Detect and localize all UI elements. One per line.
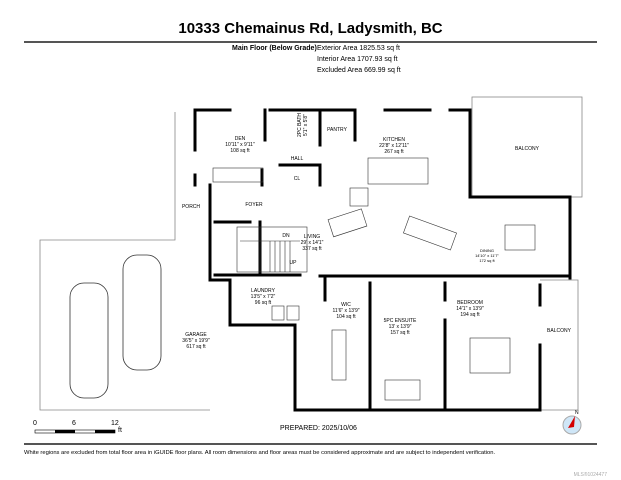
- footer-divider: [24, 443, 597, 445]
- scale-tick-6: 6: [72, 420, 76, 427]
- scale-tick-12: 12: [111, 420, 119, 427]
- room-pantry-name: PANTRY: [327, 127, 347, 133]
- room-living-area: 337 sq ft: [302, 246, 322, 252]
- room-den-dims: 10'11" x 9'11": [225, 142, 255, 148]
- mls-number: MLS®1024477: [573, 472, 607, 478]
- room-hall-name: HALL: [291, 156, 304, 162]
- room-porch-name: PORCH: [182, 204, 200, 210]
- compass-north-label: N: [575, 410, 579, 416]
- header-divider: [24, 41, 597, 43]
- room-bath-dims: 5'1" x 5'8": [303, 114, 309, 136]
- excluded-area: Excluded Area 669.99 sq ft: [317, 67, 401, 74]
- walls: [193, 108, 572, 412]
- excluded-outlines: [39, 96, 583, 411]
- room-garage-area: 617 sq ft: [186, 344, 206, 350]
- stairs: [236, 226, 308, 273]
- room-kitchen-area: 267 sq ft: [384, 149, 404, 155]
- room-bedroom-dims: 14'1" x 13'9": [456, 306, 484, 312]
- room-balcony-name: BALCONY: [515, 146, 540, 152]
- room-ensuite-dims: 13' x 13'9": [389, 324, 412, 330]
- room-laundry-area: 96 sq ft: [255, 300, 272, 306]
- room-garage-dims: 36'5" x 19'9": [182, 338, 210, 344]
- room-wic-name: WIC: [341, 302, 351, 308]
- room-den-name: DEN: [235, 136, 246, 142]
- room-den-area: 108 sq ft: [230, 148, 250, 154]
- prepared-date: PREPARED: 2025/10/06: [280, 425, 357, 432]
- page-title: 10333 Chemainus Rd, Ladysmith, BC: [178, 20, 443, 37]
- scale-bar: [34, 429, 116, 434]
- room-bath-name: 2PC BATH: [297, 113, 303, 137]
- room-ensuite-area: 157 sq ft: [390, 330, 410, 336]
- room-kitchen-name: KITCHEN: [383, 137, 405, 143]
- furniture: [212, 157, 536, 401]
- room-dining-name: DINING: [480, 248, 494, 253]
- room-foyer-name: FOYER: [245, 202, 263, 208]
- room-balcony2-name: BALCONY: [547, 328, 572, 334]
- disclaimer: White regions are excluded from total fl…: [24, 450, 496, 456]
- garage-cars: [69, 254, 162, 399]
- scale-unit: ft: [118, 427, 122, 434]
- room-dining-dims: 14'10" x 11'7": [475, 253, 499, 258]
- room-ensuite-name: 5PC ENSUITE: [384, 318, 417, 324]
- floor-name: Main Floor (Below Grade): [232, 45, 317, 52]
- room-laundry-dims: 13'5" x 7'2": [251, 294, 276, 300]
- room-living-dims: 29' x 14'1": [301, 240, 324, 246]
- stairs-down-label: DN: [282, 233, 290, 239]
- compass-icon: [562, 415, 582, 435]
- room-laundry-name: LAUNDRY: [251, 288, 275, 294]
- room-cl-name: CL: [294, 176, 301, 182]
- room-wic-area: 104 sq ft: [336, 314, 356, 320]
- room-garage-name: GARAGE: [185, 332, 207, 338]
- exterior-area: Exterior Area 1825.53 sq ft: [317, 45, 400, 52]
- interior-area: Interior Area 1707.93 sq ft: [317, 56, 398, 63]
- room-living-name: LIVING: [304, 234, 321, 240]
- room-kitchen-dims: 22'8" x 12'11": [379, 143, 409, 149]
- room-dining-area: 172 sq ft: [479, 258, 495, 263]
- room-wic-dims: 11'6" x 13'9": [332, 308, 359, 314]
- room-bedroom-name: BEDROOM: [457, 300, 483, 306]
- scale-tick-0: 0: [33, 420, 37, 427]
- stairs-up-label: UP: [290, 260, 298, 266]
- room-bedroom-area: 194 sq ft: [460, 312, 480, 318]
